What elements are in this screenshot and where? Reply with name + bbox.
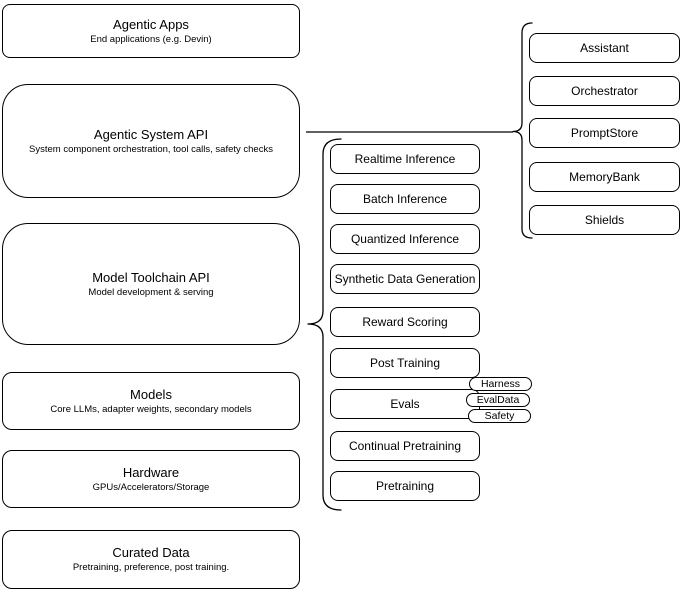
- node-title: Curated Data: [112, 545, 190, 560]
- node-title: Hardware: [122, 464, 180, 480]
- node-label: Post Training: [369, 356, 441, 370]
- toolchain-brace: [307, 138, 342, 511]
- node-title: Models: [130, 386, 172, 402]
- node-promptstore[interactable]: PromptStore: [529, 118, 680, 148]
- node-label: Shields: [584, 213, 625, 227]
- node-realtime-inference[interactable]: Realtime Inference: [330, 144, 480, 174]
- pill-evaldata[interactable]: EvalData: [466, 393, 530, 407]
- node-label: Batch Inference: [362, 192, 448, 206]
- node-label: PromptStore: [570, 126, 639, 140]
- node-label: Pretraining: [375, 479, 435, 493]
- node-continual-pretraining[interactable]: Continual Pretraining: [330, 431, 480, 461]
- node-evals[interactable]: Evals: [330, 389, 480, 419]
- node-shields[interactable]: Shields: [529, 205, 680, 235]
- node-subtitle: Model development & serving: [88, 286, 214, 298]
- pill-label: Safety: [484, 410, 515, 422]
- node-synthetic-data-generation[interactable]: Synthetic Data Generation: [330, 264, 480, 294]
- node-subtitle: Pretraining, preference, post training.: [72, 562, 230, 573]
- node-models[interactable]: Models Core LLMs, adapter weights, secon…: [2, 372, 300, 430]
- node-subtitle: GPUs/Accelerators/Storage: [92, 481, 210, 493]
- node-label: Orchestrator: [571, 84, 638, 98]
- node-reward-scoring[interactable]: Reward Scoring: [330, 307, 480, 337]
- node-label: Evals: [390, 397, 420, 411]
- node-post-training[interactable]: Post Training: [330, 348, 480, 378]
- system-components-brace: [512, 22, 533, 239]
- node-subtitle: Core LLMs, adapter weights, secondary mo…: [50, 403, 252, 415]
- node-memorybank[interactable]: MemoryBank: [529, 162, 680, 192]
- node-subtitle: System component orchestration, tool cal…: [29, 143, 273, 155]
- pill-label: EvalData: [476, 394, 520, 406]
- node-label: Continual Pretraining: [348, 439, 462, 453]
- node-agentic-system-api[interactable]: Agentic System API System component orch…: [2, 84, 300, 198]
- node-label: Assistant: [580, 41, 629, 55]
- pill-safety[interactable]: Safety: [468, 409, 531, 423]
- pill-harness[interactable]: Harness: [469, 377, 532, 391]
- node-hardware[interactable]: Hardware GPUs/Accelerators/Storage: [2, 450, 300, 508]
- pill-label: Harness: [480, 378, 521, 390]
- node-label: MemoryBank: [569, 170, 640, 184]
- node-assistant[interactable]: Assistant: [529, 33, 680, 63]
- node-title: Agentic System API: [93, 126, 209, 142]
- node-agentic-apps[interactable]: Agentic Apps End applications (e.g. Devi…: [2, 4, 300, 58]
- node-label: Realtime Inference: [354, 152, 456, 166]
- node-model-toolchain-api[interactable]: Model Toolchain API Model development & …: [2, 223, 300, 345]
- node-label: Reward Scoring: [362, 315, 448, 329]
- node-label: Quantized Inference: [350, 232, 460, 246]
- node-pretraining[interactable]: Pretraining: [330, 471, 480, 501]
- node-title: Model Toolchain API: [92, 269, 210, 285]
- node-quantized-inference[interactable]: Quantized Inference: [330, 224, 480, 254]
- node-batch-inference[interactable]: Batch Inference: [330, 184, 480, 214]
- node-title: Agentic Apps: [113, 16, 189, 32]
- node-label: Synthetic Data Generation: [334, 272, 476, 286]
- node-orchestrator[interactable]: Orchestrator: [529, 76, 680, 106]
- node-curated-data[interactable]: Curated Data Pretraining, preference, po…: [2, 530, 300, 589]
- node-subtitle: End applications (e.g. Devin): [90, 33, 212, 45]
